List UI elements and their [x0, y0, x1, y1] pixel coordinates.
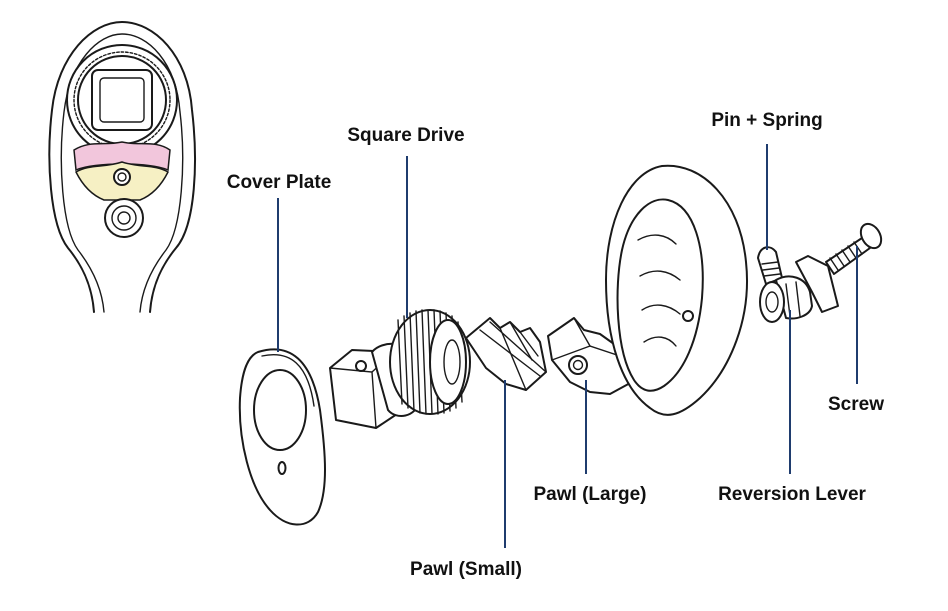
ratchet-housing-part	[605, 164, 748, 416]
reversion-lever-part	[759, 255, 839, 323]
pawl-small-part	[465, 317, 547, 391]
label-pawl-small: Pawl (Small)	[410, 559, 522, 580]
pin-spring-part	[757, 246, 783, 285]
cover-plate-part	[238, 348, 326, 526]
square-drive-part	[329, 309, 471, 429]
assembled-ratchet-inset	[48, 21, 196, 313]
label-pin-spring: Pin + Spring	[711, 110, 822, 131]
label-reversion-lever: Reversion Lever	[718, 484, 866, 505]
label-cover-plate: Cover Plate	[227, 172, 332, 193]
screw-part	[825, 222, 883, 275]
label-pawl-large: Pawl (Large)	[534, 484, 647, 505]
label-square-drive: Square Drive	[347, 125, 464, 146]
leader-lines	[277, 144, 858, 548]
label-screw: Screw	[828, 394, 884, 415]
